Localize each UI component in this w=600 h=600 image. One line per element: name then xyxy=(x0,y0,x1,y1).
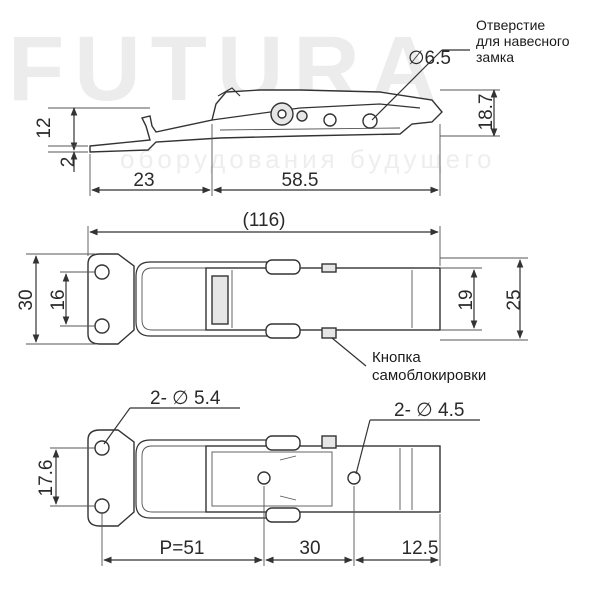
lever-edge xyxy=(211,103,421,121)
latch-body-top xyxy=(205,267,441,331)
wire-loop xyxy=(135,261,270,337)
bottom-view: 2- ∅ 5.4 2- ∅ 4.5 17.6 P=51 30 12.5 xyxy=(36,388,480,566)
mount-hole-4-5-left xyxy=(257,471,271,485)
button-label-1: Кнопка xyxy=(372,349,421,366)
dim-19: 19 xyxy=(456,289,477,310)
padlock-hole xyxy=(362,113,378,129)
top-view: (116) 30 16 19 25 Кнопка самоблокировки xyxy=(16,210,528,384)
hinge-knuckle-bottom xyxy=(265,323,301,339)
keeper-hole-bottom xyxy=(94,318,110,334)
padlock-hole-leader xyxy=(371,49,443,121)
base-plate-bottom xyxy=(205,445,441,513)
dim-58-5: 58.5 xyxy=(282,170,319,191)
button-label-2: самоблокировки xyxy=(372,367,486,384)
mount-hole-4-5-right xyxy=(347,471,361,485)
dim-12: 12 xyxy=(34,117,55,138)
keeper-plate-bottom-view xyxy=(87,429,135,527)
pivot-pin xyxy=(277,109,287,119)
dim-18-7: 18.7 xyxy=(476,94,497,131)
side-hole-2 xyxy=(323,113,337,127)
dim-16: 16 xyxy=(48,289,69,310)
dim-30-plate: 30 xyxy=(16,289,37,310)
note-line-1: Отверстие xyxy=(476,17,545,33)
lever-end xyxy=(211,275,229,325)
dim-30-holes: 30 xyxy=(299,538,320,559)
dim-2-dia-5-4: 2- ∅ 5.4 xyxy=(150,388,221,409)
keeper-hole-top xyxy=(94,264,110,280)
self-lock-button xyxy=(321,327,337,339)
dim-2-dia-4-5: 2- ∅ 4.5 xyxy=(394,400,464,421)
dim-23: 23 xyxy=(133,170,154,191)
hook-tip xyxy=(217,87,241,97)
watermark-tagline: оборудования будущего xyxy=(120,144,495,174)
padlock-hole-note: Отверстие для навесного замка xyxy=(476,17,570,65)
dim-12-5: 12.5 xyxy=(402,538,439,559)
button-leader xyxy=(331,337,367,367)
dim-17-6: 17.6 xyxy=(36,460,57,497)
hinge-knuckle-top xyxy=(265,259,301,275)
dim-116: (116) xyxy=(243,210,286,231)
padlock-hole-diameter: ∅6.5 xyxy=(408,48,451,69)
side-hole-1 xyxy=(296,110,308,122)
mount-hole-5-4-top xyxy=(94,440,110,456)
dim-2: 2 xyxy=(58,157,79,168)
dim-25: 25 xyxy=(504,289,525,310)
note-line-3: замка xyxy=(476,49,514,65)
mount-hole-5-4-bottom xyxy=(94,498,110,514)
side-view: ∅6.5 Отверстие для навесного замка 12 2 … xyxy=(34,17,570,196)
dim-pitch-51: P=51 xyxy=(160,538,205,559)
note-line-2: для навесного xyxy=(476,33,570,49)
keeper-plate xyxy=(87,253,135,345)
